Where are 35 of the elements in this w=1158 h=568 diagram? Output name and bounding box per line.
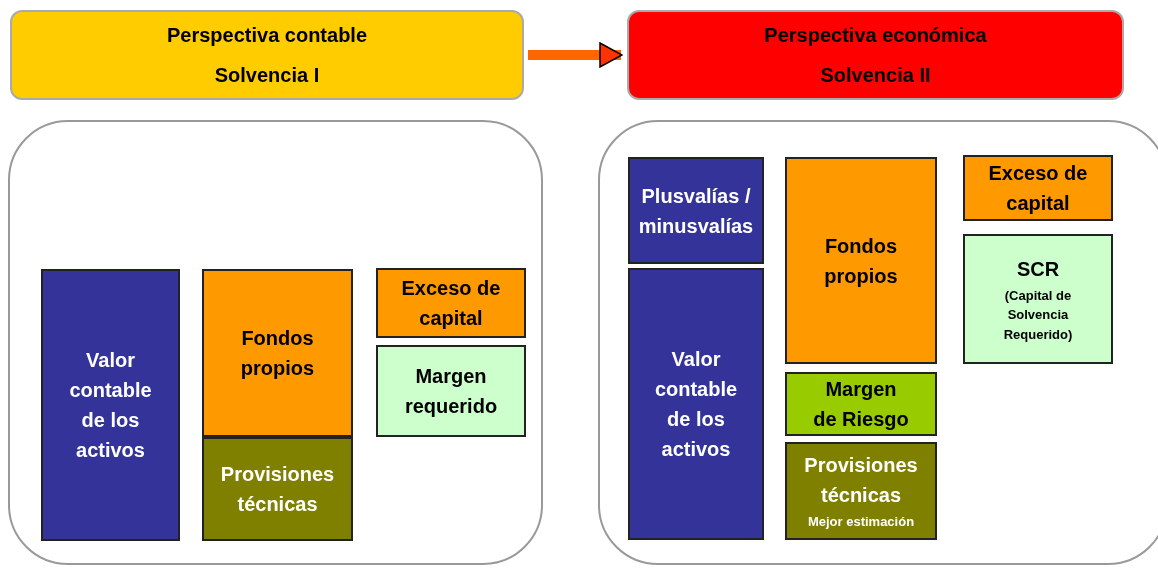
block — [628, 268, 764, 540]
block-label: Fondos propios — [239, 326, 316, 381]
block — [628, 157, 764, 264]
block-label: Provisiones técnicas — [219, 462, 336, 517]
block — [785, 157, 937, 364]
block-label: Exceso de capital — [987, 161, 1089, 216]
block — [41, 269, 180, 541]
header-box — [627, 10, 1124, 100]
block — [963, 234, 1113, 364]
block-label: Fondos propios — [823, 233, 899, 289]
block-label: Provisiones técnicas — [803, 453, 919, 509]
arrow — [528, 42, 623, 68]
block — [202, 437, 353, 541]
block-label: Plusvalías / minusvalías — [637, 183, 755, 239]
block-label: Margen de Riesgo — [813, 377, 909, 432]
block — [376, 268, 526, 338]
header-box — [10, 10, 524, 100]
block-note: (Capital de Solvencia Requerido) — [1002, 286, 1074, 344]
header-subtitle: Solvencia I — [214, 63, 320, 87]
block — [963, 155, 1113, 221]
block — [785, 442, 937, 540]
block-label: Margen requerido — [403, 364, 499, 419]
block — [376, 345, 526, 437]
block-note: Mejor estimación — [807, 513, 915, 532]
panel-background — [8, 120, 543, 565]
header-title: Perspectiva contable — [166, 23, 368, 47]
block-label: Valor contable de los activos — [653, 347, 739, 462]
block — [785, 372, 937, 436]
header-title: Perspectiva económica — [764, 23, 987, 47]
block-label: Valor contable de los activos — [68, 348, 153, 463]
block-label: SCR — [1016, 256, 1060, 282]
panel-background — [598, 120, 1158, 565]
header-subtitle: Solvencia II — [820, 63, 931, 87]
block-label: Exceso de capital — [400, 276, 502, 331]
block — [202, 269, 353, 437]
